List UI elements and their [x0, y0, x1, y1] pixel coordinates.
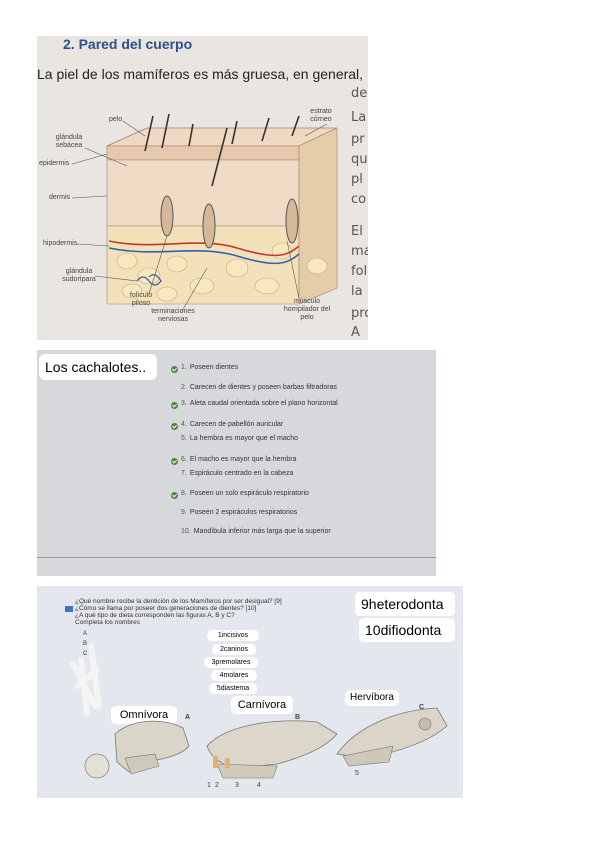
divider [37, 557, 436, 558]
option-8[interactable]: 8.Poseen un solo espiráculo respiratorio [181, 490, 309, 497]
label-glandula-sebacea: glándula sebácea [55, 134, 83, 149]
check-icon [171, 458, 178, 465]
option-4[interactable]: 4.Carecen de pabellón auricular [181, 421, 284, 428]
answer-letter-c: C [83, 651, 88, 657]
figure-letter-b: B [295, 714, 301, 721]
answer-letter-b: B [83, 641, 88, 647]
right-fragment: ma [351, 244, 368, 259]
skin-diagram [71, 113, 338, 312]
teeth-item: 1incisivos [207, 630, 259, 641]
right-fragment: A r [351, 325, 360, 340]
right-fragment: qu [351, 152, 368, 167]
label-musculo: músculo horripilador del pelo [283, 298, 331, 321]
right-fragment: de [351, 86, 368, 101]
question-names: Completa los nombres [75, 619, 141, 626]
right-fragment: El [351, 224, 363, 239]
right-fragment: fol [351, 264, 368, 279]
option-9[interactable]: 9.Poseen 2 espiráculos respiratorios [181, 509, 298, 516]
option-7[interactable]: 7.Espiráculo centrado en la cabeza [181, 470, 294, 477]
quiz-panel: Los cachalotes.. 1.Poseen dientes 2.Care… [37, 350, 436, 576]
label-pelo: pelo [109, 116, 123, 123]
label-foliculo: folículo piloso [129, 292, 153, 307]
teeth-item: 2caninos [212, 644, 256, 655]
bookmark-icon [65, 606, 73, 612]
right-fragment: co [351, 192, 367, 207]
right-fragment: pro [351, 306, 368, 321]
figure-letter-c: C [419, 704, 425, 711]
label-estrato: estrato córneo [310, 108, 332, 123]
check-icon [171, 492, 178, 499]
diet-label-hervibora: Hervíbora [345, 690, 399, 706]
option-2[interactable]: 2.Carecen de dientes y poseen barbas fil… [181, 384, 337, 391]
label-hipodermis: hipodermis [43, 240, 78, 247]
diet-label-carnivora: Carnívora [231, 696, 293, 714]
tooth-number: 3 [235, 782, 239, 789]
answer-9-box: 9heterodonta [355, 592, 455, 616]
intro-text: La piel de los mamíferos es más gruesa, … [37, 66, 364, 82]
option-10[interactable]: 10.Mandíbula inferior más larga que la s… [181, 528, 331, 535]
question-diet: ¿A qué tipo de dieta corresponden las fi… [75, 612, 235, 619]
check-icon [171, 423, 178, 430]
teeth-item: 4molares [211, 670, 257, 681]
tooth-number: 2 [215, 782, 219, 789]
skull-illustrations [70, 643, 448, 779]
skin-panel: 2. Pared del cuerpo La piel de los mamíf… [37, 36, 368, 340]
question-9: ¿Qué nombre recibe la dentición de los M… [75, 598, 282, 605]
label-dermis: dermis [49, 194, 71, 201]
section-heading: 2. Pared del cuerpo [63, 36, 193, 52]
check-icon [171, 366, 178, 373]
option-5[interactable]: 5.La hembra es mayor que el macho [181, 435, 299, 442]
label-glandula-sudoripara: glándula sudorípara [62, 268, 96, 283]
question-10: ¿Cómo se llama por poseer dos generacion… [75, 605, 257, 612]
right-fragment: La [351, 110, 367, 125]
tooth-number: 1 [207, 782, 211, 789]
right-fragment: pr [351, 132, 365, 147]
teeth-item: 5diastema [209, 683, 257, 694]
right-fragment: la [351, 284, 363, 299]
figure-letter-a: A [185, 714, 191, 721]
option-3[interactable]: 3.Aleta caudal orientada sobre el plano … [181, 400, 338, 407]
quiz-title: Los cachalotes.. [39, 354, 157, 380]
check-icon [171, 402, 178, 409]
label-epidermis: epidermis [39, 160, 70, 167]
teeth-panel: ¿Qué nombre recibe la dentición de los M… [37, 586, 463, 798]
option-6[interactable]: 6.El macho es mayor que la hembra [181, 456, 297, 463]
tooth-number: 5 [355, 770, 359, 777]
option-1[interactable]: 1.Poseen dientes [181, 364, 239, 371]
tooth-number: 4 [257, 782, 261, 789]
answer-10-box: 10difiodonta [359, 618, 455, 642]
answer-letter-a: A [83, 631, 88, 637]
diet-label-omnivora: Omnívora [111, 706, 177, 724]
right-fragment: pl [351, 172, 363, 187]
label-terminaciones: terminaciones nerviosas [151, 308, 195, 323]
teeth-item: 3premolares [204, 657, 258, 668]
